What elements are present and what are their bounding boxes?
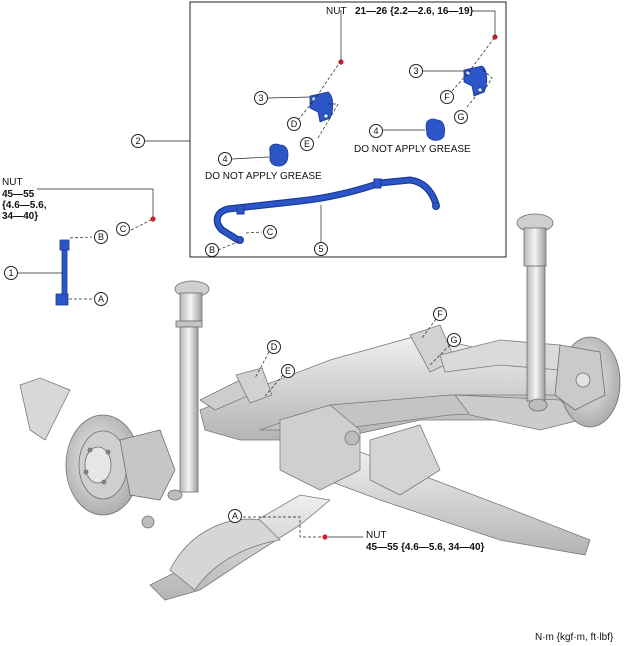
units-note: N·m {kgf·m, ft·lbf} [535,632,614,643]
no-grease-label-right: DO NOT APPLY GREASE [354,144,471,155]
callout-G-inset: G [454,110,468,124]
left-shock-absorber [167,280,210,501]
dashed-leaders [69,36,496,538]
callout-5: 5 [314,242,328,256]
callout-3-left: 3 [254,91,268,105]
nut-label-bottom: NUT [366,530,387,541]
callout-E-body: E [281,364,295,378]
callout-B-inset: B [205,243,219,257]
torque-nut-inset: 21—26 {2.2—2.6, 16—19} [355,6,474,17]
callout-2: 2 [131,134,145,148]
nut-marker-bottom [322,534,328,540]
callout-1: 1 [4,266,18,280]
callout-D-body: D [267,340,281,354]
no-grease-label-left: DO NOT APPLY GREASE [205,171,322,182]
bracket-right [463,65,488,97]
leader-lines [18,10,496,538]
torque-nut-bottom: 45—55 {4.6—5.6, 34—40} [366,542,485,553]
callout-G-body: G [447,333,461,347]
torque-nut-link: 45—55 {4.6—5.6, 34—40} [2,189,47,222]
callout-F-body: F [433,307,447,321]
callout-4-right: 4 [369,124,383,138]
callout-C-link: C [116,222,130,236]
left-wheel-hub [65,414,176,529]
bushing-left [269,143,289,167]
bushing-right [425,118,445,141]
callout-B-link: B [94,230,108,244]
callout-E-inset: E [300,137,314,151]
right-shock-absorber [516,213,554,412]
bracket-left [309,91,334,123]
callout-C-inset: C [263,225,277,239]
nut-label-inset: NUT [326,6,347,17]
callout-A-link: A [94,292,108,306]
callout-A-body: A [228,509,242,523]
stabilizer-bar [213,176,440,244]
callout-4-left: 4 [218,152,232,166]
nut-label-link: NUT [2,177,23,188]
stabilizer-control-link [55,239,70,306]
rear-suspension-assembly [19,324,606,601]
callout-F-inset: F [440,90,454,104]
callout-3-right: 3 [409,64,423,78]
callout-D-inset: D [287,117,301,131]
inset-frame [189,1,507,258]
right-wheel-hub [554,336,621,428]
nut-marker-link [150,216,156,222]
